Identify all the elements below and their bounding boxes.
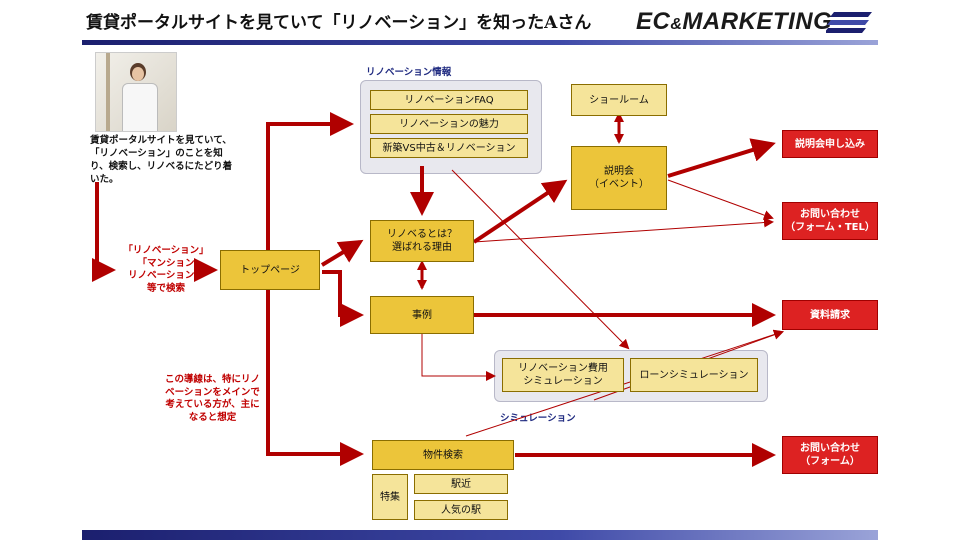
explanation-event-node: 説明会 （イベント）	[571, 146, 667, 210]
header-bar	[82, 40, 878, 45]
renovation-faq-box: リノベーションFAQ	[370, 90, 528, 110]
simulation-label: シミュレーション	[500, 413, 576, 424]
feature-label-box: 特集	[372, 474, 408, 520]
renovation-info-label: リノベーション情報	[366, 67, 452, 78]
search-term-1: 「リノベーション」	[123, 245, 209, 256]
seminar-apply-box: 説明会申し込み	[782, 130, 878, 158]
search-term-4: 等で検索	[146, 282, 185, 294]
double-arrows	[417, 112, 624, 290]
persona-photo	[95, 52, 177, 132]
what-is-renoveru-node: リノベるとは？ 選ばれる理由	[370, 220, 474, 262]
inquiry-form-box: お問い合わせ （フォーム）	[782, 436, 878, 474]
station-near-box: 駅近	[414, 474, 508, 494]
property-search-node: 物件検索	[372, 440, 514, 470]
assumption-note: この導線は、特にリノベーションをメインで考えている方が、主になると想定	[165, 374, 261, 423]
showroom-node: ショールーム	[571, 84, 667, 116]
company-logo: EC&MARKETING	[636, 8, 832, 36]
document-request-box: 資料請求	[782, 300, 878, 330]
logo-ec: EC	[636, 8, 671, 35]
page-title: 賃貸ポータルサイトを見ていて「リノベーション」を知ったAさん	[86, 13, 592, 33]
inquiry-form-tel-box: お問い合わせ （フォーム・TEL）	[782, 202, 878, 240]
search-term-2: 「マンション	[137, 257, 195, 269]
thick-arrows	[92, 112, 776, 467]
renovation-appeal-box: リノベーションの魅力	[370, 114, 528, 134]
new-vs-used-box: 新築VS中古＆リノベーション	[370, 138, 528, 158]
logo-stripes-icon	[826, 12, 872, 33]
logo-amp: &	[670, 16, 683, 33]
search-terms: 「リノベーション」 「マンション リノベーション」 等で検索	[116, 245, 216, 295]
footer-bar	[82, 530, 878, 540]
logo-marketing: MARKETING	[682, 8, 833, 35]
renovation-cost-simulation-box: リノベーション費用 シミュレーション	[502, 358, 624, 392]
top-page-node: トップページ	[220, 250, 320, 290]
search-term-3: リノベーション」	[128, 270, 204, 281]
cases-node: 事例	[370, 296, 474, 334]
loan-simulation-box: ローンシミュレーション	[630, 358, 758, 392]
persona-description: 賃貸ポータルサイトを見ていて、「リノベーション」のことを知り、検索し、リノベるに…	[90, 135, 233, 185]
popular-station-box: 人気の駅	[414, 500, 508, 520]
